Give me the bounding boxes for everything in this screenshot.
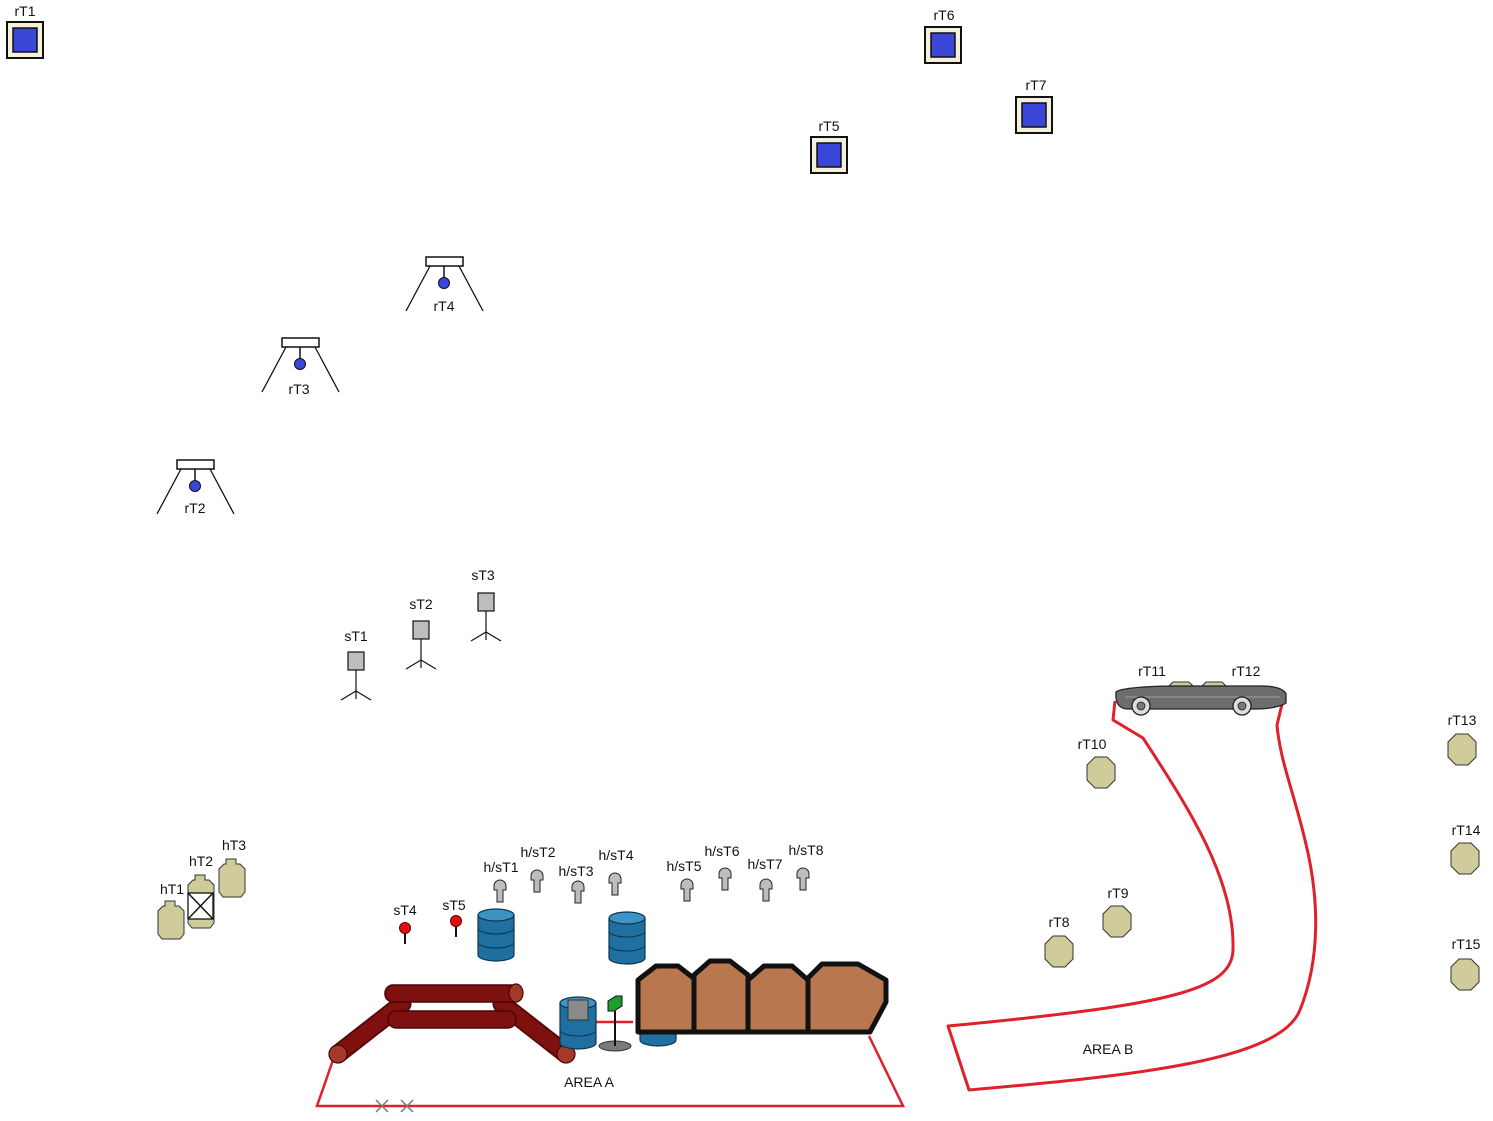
hostage-target-label: hT3 xyxy=(222,837,246,853)
x-marker-icon xyxy=(375,1099,414,1113)
pop-target-label: h/sT7 xyxy=(747,856,782,872)
hostage-target-hT1: hT1 xyxy=(157,881,185,940)
octagon-target-rT9: rT9 xyxy=(1102,885,1132,938)
area-a-boundary xyxy=(315,1035,905,1108)
pop-target-h/sT1: h/sT1 xyxy=(483,859,519,903)
octagon-target-label: rT8 xyxy=(1049,914,1070,930)
pop-target-label: h/sT8 xyxy=(788,842,823,858)
hostage-target-label: hT2 xyxy=(189,853,213,869)
small-red-target-sT5: sT5 xyxy=(442,897,466,937)
barrel-open-icon xyxy=(559,996,597,1050)
pop-target-h/sT6: h/sT6 xyxy=(704,843,740,891)
octagon-target-rT8: rT8 xyxy=(1044,914,1074,968)
gallows-target-rT2: rT2 xyxy=(156,459,235,516)
octagon-target-label: rT10 xyxy=(1078,736,1107,752)
area-b-label: AREA B xyxy=(1083,1041,1134,1057)
barrel-icon xyxy=(608,911,646,965)
log-barricade xyxy=(328,983,576,1064)
box-target-rT7: rT7 xyxy=(1015,77,1053,134)
pop-target-label: h/sT5 xyxy=(666,858,701,874)
gallows-target-label: rT4 xyxy=(434,298,455,314)
stand-target-label: sT2 xyxy=(409,596,433,612)
pop-target-h/sT3: h/sT3 xyxy=(558,863,594,904)
octagon-target-rT13: rT13 xyxy=(1447,712,1477,766)
octagon-target-label: rT14 xyxy=(1452,822,1481,838)
octagon-target-label: rT13 xyxy=(1448,712,1477,728)
octagon-target-rT14: rT14 xyxy=(1450,822,1481,875)
box-target-label: rT5 xyxy=(819,118,840,134)
hostage-target-label: hT1 xyxy=(160,881,184,897)
box-target-rT6: rT6 xyxy=(924,7,962,64)
pop-target-h/sT8: h/sT8 xyxy=(788,842,824,891)
box-target-label: rT6 xyxy=(934,7,955,23)
octagon-target-label: rT12 xyxy=(1232,663,1261,679)
small-red-target-label: sT4 xyxy=(393,902,417,918)
octagon-target-rT10: rT10 xyxy=(1078,736,1116,789)
octagon-target-label: rT9 xyxy=(1108,885,1129,901)
pop-target-label: h/sT6 xyxy=(704,843,739,859)
small-red-target-label: sT5 xyxy=(442,897,466,913)
pop-target-label: h/sT3 xyxy=(558,863,593,879)
green-switch-icon xyxy=(598,995,632,1052)
stand-target-sT3: sT3 xyxy=(470,567,502,642)
pop-target-h/sT5: h/sT5 xyxy=(666,858,702,902)
area-a-label: AREA A xyxy=(564,1074,614,1090)
pop-target-label: h/sT2 xyxy=(520,844,555,860)
pop-target-h/sT2: h/sT2 xyxy=(520,844,556,893)
car-icon xyxy=(1115,685,1287,716)
pop-target-h/sT4: h/sT4 xyxy=(598,847,634,896)
hostage-target-hT3: hT3 xyxy=(218,837,246,898)
octagon-target-label: rT11 xyxy=(1138,663,1166,679)
stand-target-sT2: sT2 xyxy=(405,596,437,670)
gallows-target-rT3: rT3 xyxy=(261,337,340,397)
area-b-boundary xyxy=(946,699,1318,1092)
stand-target-label: sT1 xyxy=(344,628,368,644)
small-red-target-sT4: sT4 xyxy=(393,902,417,944)
barrel-icon xyxy=(477,908,515,962)
octagon-target-label: rT15 xyxy=(1452,936,1481,952)
stone-wall xyxy=(635,958,889,1035)
box-target-label: rT7 xyxy=(1026,77,1047,93)
hostage-target-hT2: hT2 xyxy=(187,853,215,929)
pop-target-label: h/sT1 xyxy=(483,859,518,875)
gallows-target-label: rT2 xyxy=(185,500,206,516)
stand-target-sT1: sT1 xyxy=(340,628,372,701)
pop-target-h/sT7: h/sT7 xyxy=(747,856,783,902)
gallows-target-label: rT3 xyxy=(289,381,310,397)
box-target-rT1: rT1 xyxy=(6,3,44,59)
box-target-label: rT1 xyxy=(15,3,36,19)
octagon-target-rT15: rT15 xyxy=(1450,936,1481,991)
box-target-rT5: rT5 xyxy=(810,118,848,174)
pop-target-label: h/sT4 xyxy=(598,847,633,863)
gallows-target-rT4: rT4 xyxy=(405,256,484,314)
stand-target-label: sT3 xyxy=(471,567,495,583)
